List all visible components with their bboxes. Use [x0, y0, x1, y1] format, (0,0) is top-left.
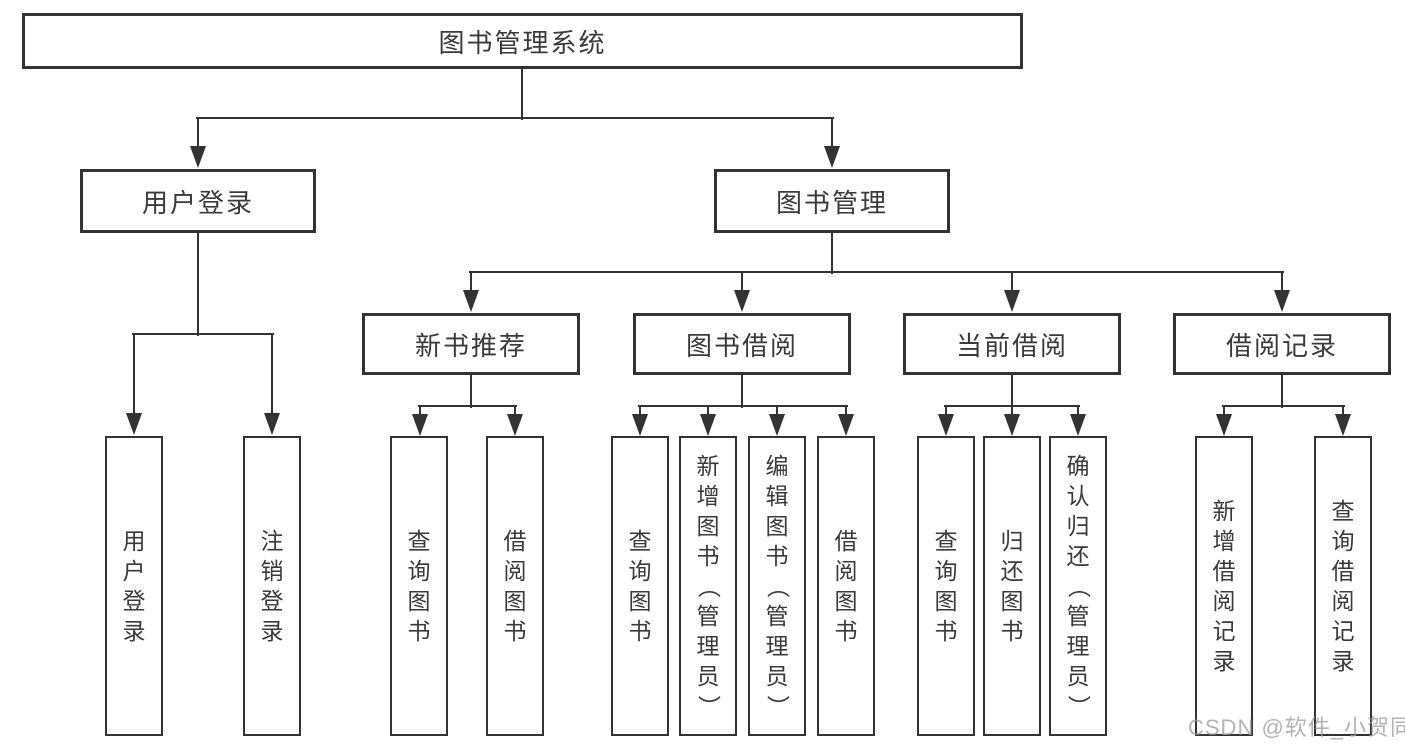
node-records-query-borrow-record-label: 查询借阅记录	[1331, 497, 1355, 674]
arrow-down-icon	[1335, 414, 1351, 436]
connector-vline	[741, 272, 743, 291]
connector-vline	[639, 406, 641, 416]
node-user-login-label: 用户登录	[141, 187, 254, 218]
node-records-add-borrow-record: 新增借阅记录	[1195, 436, 1253, 736]
connector-vline	[271, 334, 273, 414]
arrow-down-icon	[412, 414, 428, 436]
arrow-down-icon	[264, 413, 280, 435]
node-user-login-action-label: 用户登录	[122, 527, 146, 644]
connector-vline	[521, 69, 523, 120]
connector-vline	[1077, 406, 1079, 416]
node-current-return-books: 归还图书	[983, 436, 1041, 736]
arrow-down-icon	[1274, 290, 1290, 312]
arrow-down-icon	[507, 414, 523, 436]
node-new-book-recommendation: 新书推荐	[362, 313, 580, 375]
node-current-borrowing-label: 当前借阅	[955, 330, 1068, 361]
arrow-down-icon	[1070, 414, 1086, 436]
node-borrowing-records-label: 借阅记录	[1225, 330, 1338, 361]
node-logout-action: 注销登录	[243, 436, 301, 736]
connector-vline	[831, 118, 833, 147]
node-records-add-borrow-record-label: 新增借阅记录	[1212, 497, 1236, 674]
arrow-down-icon	[463, 290, 479, 312]
connector-vline	[1223, 406, 1225, 416]
node-borrowing-query-books: 查询图书	[611, 436, 669, 736]
node-book-management-label: 图书管理	[775, 187, 888, 218]
connector-vline	[197, 118, 199, 147]
connector-vline	[1281, 375, 1283, 408]
node-book-borrowing: 图书借阅	[633, 313, 851, 375]
node-borrowing-query-books-label: 查询图书	[628, 527, 652, 644]
node-user-login: 用户登录	[80, 169, 316, 233]
arrow-down-icon	[632, 414, 648, 436]
connector-vline	[1011, 375, 1013, 408]
node-current-query-books: 查询图书	[917, 436, 975, 736]
node-current-return-books-label: 归还图书	[1000, 527, 1024, 644]
node-recommend-borrow-books: 借阅图书	[486, 436, 544, 736]
node-recommend-query-books: 查询图书	[390, 436, 448, 736]
node-borrowing-edit-books-admin: 编辑图书（管理员）	[748, 436, 806, 736]
connector-hline	[469, 271, 1284, 273]
connector-vline	[197, 233, 199, 336]
node-user-login-action: 用户登录	[105, 436, 163, 736]
node-current-confirm-return-admin-label: 确认归还（管理员）	[1065, 452, 1092, 718]
connector-vline	[741, 375, 743, 408]
connector-vline	[945, 406, 947, 416]
node-borrowing-add-books-admin-label: 新增图书（管理员）	[695, 452, 722, 718]
node-recommend-borrow-books-label: 借阅图书	[503, 527, 527, 644]
connector-vline	[470, 272, 472, 291]
node-current-query-books-label: 查询图书	[934, 527, 958, 644]
arrow-down-icon	[1004, 290, 1020, 312]
connector-vline	[1342, 406, 1344, 416]
connector-vline	[707, 406, 709, 416]
node-recommend-query-books-label: 查询图书	[407, 527, 431, 644]
node-book-management: 图书管理	[714, 169, 950, 233]
node-current-confirm-return-admin: 确认归还（管理员）	[1049, 436, 1107, 736]
connector-vline	[1281, 272, 1283, 291]
connector-vline	[470, 375, 472, 408]
node-borrowing-records: 借阅记录	[1173, 313, 1391, 375]
arrow-down-icon	[938, 414, 954, 436]
connector-hline	[418, 405, 517, 407]
arrow-down-icon	[824, 146, 840, 168]
node-borrowing-borrow-books: 借阅图书	[817, 436, 875, 736]
node-library-management-system: 图书管理系统	[22, 13, 1023, 69]
connector-hline	[1222, 405, 1345, 407]
connector-vline	[1011, 272, 1013, 291]
node-logout-action-label: 注销登录	[260, 527, 284, 644]
arrow-down-icon	[734, 290, 750, 312]
connector-vline	[831, 233, 833, 274]
node-book-borrowing-label: 图书借阅	[685, 330, 798, 361]
connector-vline	[1011, 406, 1013, 416]
arrow-down-icon	[838, 414, 854, 436]
arrow-down-icon	[1004, 414, 1020, 436]
node-library-management-system-label: 图书管理系统	[438, 27, 607, 58]
connector-hline	[196, 117, 834, 119]
connector-hline	[638, 405, 848, 407]
connector-hline	[944, 405, 1080, 407]
arrow-down-icon	[1216, 414, 1232, 436]
connector-vline	[776, 406, 778, 416]
node-borrowing-add-books-admin: 新增图书（管理员）	[679, 436, 737, 736]
node-current-borrowing: 当前借阅	[903, 313, 1121, 375]
connector-hline	[132, 333, 274, 335]
node-records-query-borrow-record: 查询借阅记录	[1314, 436, 1372, 736]
connector-vline	[514, 406, 516, 416]
arrow-down-icon	[126, 413, 142, 435]
connector-vline	[133, 334, 135, 414]
connector-vline	[419, 406, 421, 416]
connector-vline	[845, 406, 847, 416]
arrow-down-icon	[190, 146, 206, 168]
arrow-down-icon	[769, 414, 785, 436]
node-new-book-recommendation-label: 新书推荐	[414, 330, 527, 361]
node-borrowing-borrow-books-label: 借阅图书	[834, 527, 858, 644]
node-borrowing-edit-books-admin-label: 编辑图书（管理员）	[764, 452, 791, 718]
arrow-down-icon	[700, 414, 716, 436]
